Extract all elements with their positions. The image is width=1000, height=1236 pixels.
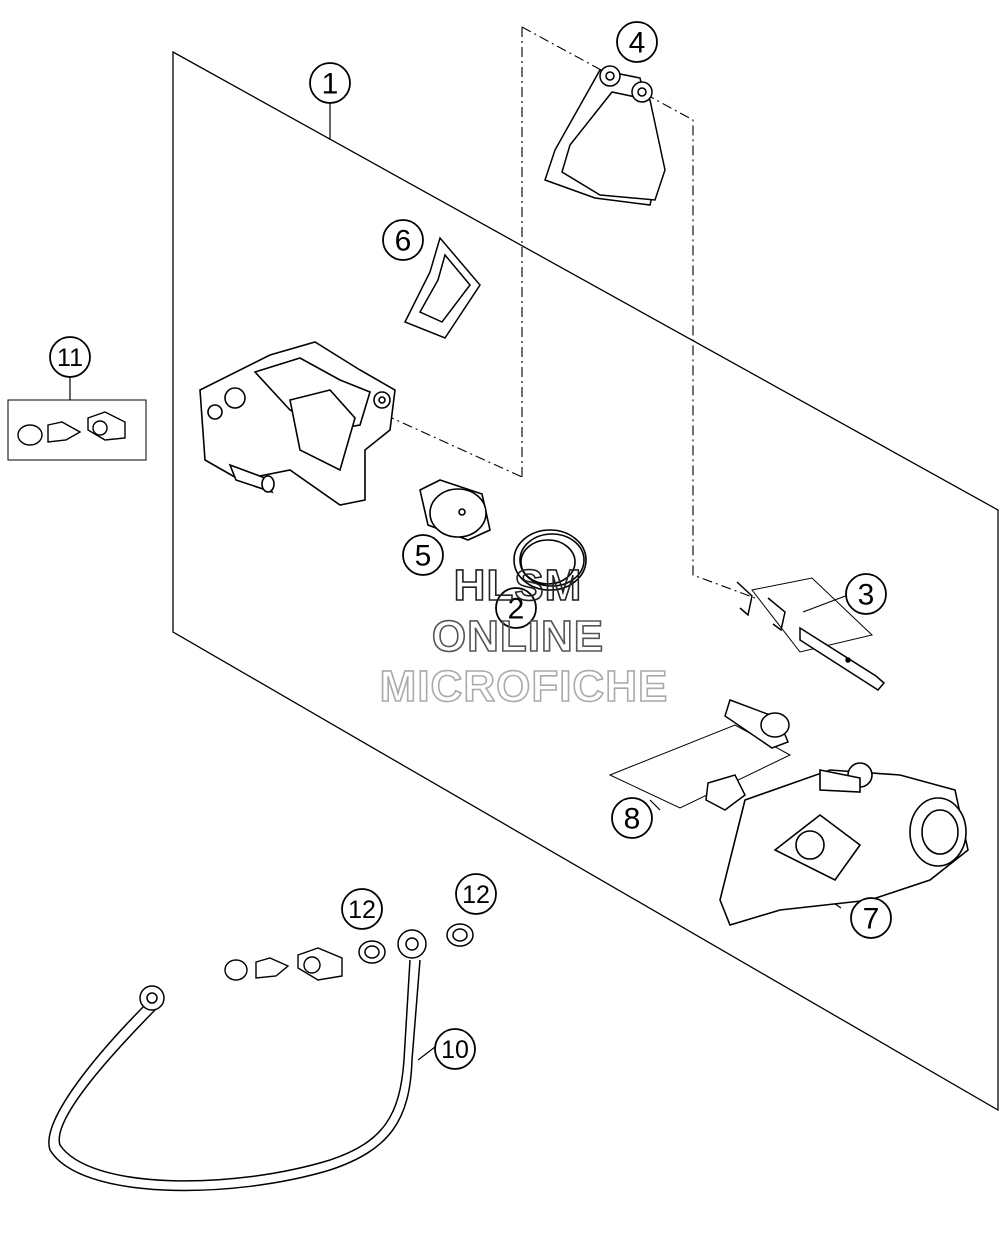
watermark: HLSM ONLINE MICROFICHE	[379, 560, 669, 712]
banjo-bolt-set	[224, 947, 343, 981]
washers	[358, 923, 474, 964]
bleeder-set	[7, 399, 147, 461]
pad-spring	[403, 236, 481, 339]
seal-ring	[513, 529, 587, 591]
callout-8: 8	[611, 797, 653, 839]
callout-5: 5	[402, 534, 444, 576]
callout-11: 11	[49, 336, 91, 378]
callout-1: 1	[309, 62, 351, 104]
callout-6: 6	[382, 219, 424, 261]
pad-dashed-outline	[329, 26, 756, 599]
callout-label-8: 8	[624, 803, 641, 836]
caliper-body	[199, 341, 396, 506]
bolts-and-boots	[608, 699, 792, 811]
callout-12-left: 12	[341, 888, 383, 930]
callout-label-4: 4	[629, 27, 646, 60]
callout-label-5: 5	[415, 540, 432, 573]
callout-label-7: 7	[863, 903, 880, 936]
callout-label-11: 11	[57, 344, 83, 372]
callout-2: 2	[495, 587, 537, 629]
callout-label-6: 6	[395, 225, 412, 258]
callout-label-10: 10	[441, 1036, 469, 1064]
watermark-line-1: HLSM	[454, 561, 583, 610]
callout-label-2: 2	[508, 593, 525, 626]
assembly-frame	[172, 50, 999, 1112]
callout-4: 4	[616, 21, 658, 63]
brake-pads	[544, 65, 666, 206]
callout-label-3: 3	[858, 579, 875, 612]
callout-label-12-right: 12	[462, 881, 490, 909]
callout-3: 3	[845, 573, 887, 615]
callout-10: 10	[434, 1028, 476, 1070]
watermark-line-2: ONLINE	[432, 612, 604, 661]
caliper-bracket	[719, 762, 969, 926]
callout-label-12-left: 12	[348, 896, 376, 924]
watermark-line-3: MICROFICHE	[380, 662, 669, 711]
brake-line	[48, 929, 427, 1192]
callout-12-right: 12	[455, 873, 497, 915]
callout-label-1: 1	[322, 68, 339, 101]
piston	[419, 479, 491, 541]
clips-and-pin	[736, 577, 886, 691]
callout-7: 7	[850, 897, 892, 939]
